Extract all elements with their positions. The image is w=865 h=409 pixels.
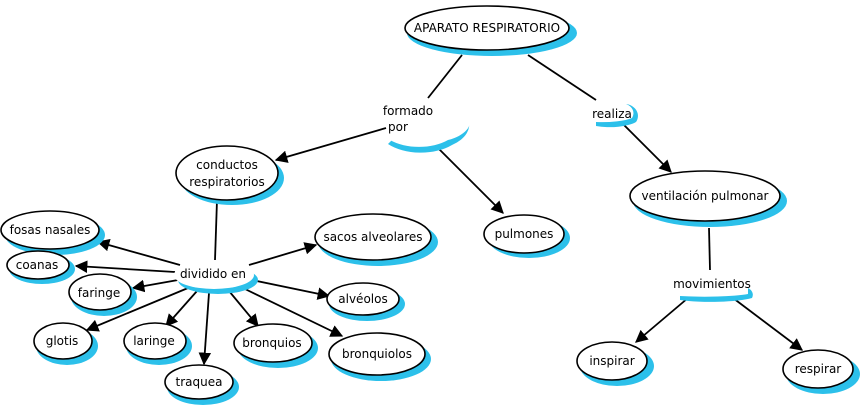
- node-pulmones: pulmones: [483, 214, 570, 258]
- node-sacos-alveolares: sacos alveolares: [314, 213, 438, 266]
- link-label-movimientos: movimientos: [673, 277, 753, 302]
- link-ventilacion-movimientos: [708, 227, 711, 271]
- node-label: APARATO RESPIRATORIO: [414, 21, 560, 35]
- node-bronquiolos: bronquiolos: [328, 332, 431, 381]
- node-conductos-respiratorios: conductos respiratorios: [175, 145, 284, 205]
- link-dividido-laringe: [165, 290, 198, 327]
- link-root-formado: [427, 54, 463, 99]
- link-label-line-1: formado: [383, 104, 433, 118]
- node-glotis: glotis: [33, 322, 98, 365]
- link-label-realiza: realiza: [592, 104, 638, 128]
- link-label-formado-por: formado por: [383, 99, 471, 153]
- link-dividido-coanas: [74, 260, 176, 273]
- node-label: laringe: [133, 334, 175, 348]
- link-label-dividido-en: dividido en: [174, 261, 258, 294]
- link-dividido-faringe: [131, 279, 179, 293]
- link-dividido-traquea: [198, 292, 212, 366]
- link-realiza-ventilacion: [622, 123, 672, 173]
- link-dividido-alveolos: [251, 279, 331, 300]
- node-traquea: traquea: [164, 364, 239, 405]
- node-label: respirar: [795, 362, 842, 376]
- link-root-realiza: [527, 54, 597, 101]
- node-label: sacos alveolares: [323, 230, 422, 244]
- link-dividido-bronquios: [228, 290, 259, 327]
- link-formado-pulmones: [432, 142, 504, 214]
- node-label-line-1: conductos: [196, 158, 258, 172]
- node-label: bronquios: [242, 336, 301, 350]
- node-label: glotis: [46, 334, 79, 348]
- link-label-text: movimientos: [673, 277, 751, 291]
- link-label-text: dividido en: [180, 267, 246, 281]
- node-label: traquea: [176, 375, 223, 389]
- node-label: alvéolos: [338, 292, 387, 306]
- node-label: fosas nasales: [10, 223, 91, 237]
- link-movimientos-inspirar: [635, 297, 689, 343]
- node-aparato-respiratorio: APARATO RESPIRATORIO: [404, 5, 577, 56]
- node-ventilacion-pulmonar: ventilación pulmonar: [629, 170, 787, 227]
- node-label: bronquiolos: [342, 347, 412, 361]
- link-dividido-fosas: [96, 238, 181, 266]
- node-fosas-nasales: fosas nasales: [0, 210, 105, 255]
- node-label: inspirar: [589, 354, 634, 368]
- node-label-line-2: respiratorios: [189, 175, 264, 189]
- node-label: ventilación pulmonar: [642, 189, 769, 203]
- node-respirar: respirar: [782, 349, 860, 394]
- link-movimientos-respirar: [732, 297, 804, 351]
- link-label-text: realiza: [592, 107, 632, 121]
- link-dividido-glotis: [85, 287, 189, 332]
- link-conductos-dividido: [214, 199, 218, 261]
- node-label: faringe: [78, 286, 120, 300]
- link-formado-conductos: [274, 127, 387, 163]
- node-laringe: laringe: [123, 322, 192, 365]
- node-alveolos: alvéolos: [326, 282, 405, 321]
- node-bronquios: bronquios: [233, 323, 318, 368]
- connectors: [74, 54, 804, 366]
- node-coanas: coanas: [6, 250, 75, 284]
- node-label: coanas: [16, 258, 59, 272]
- node-faringe: faringe: [68, 273, 137, 316]
- link-dividido-bronquiolos: [242, 287, 344, 337]
- link-label-line-2: por: [388, 120, 408, 134]
- link-dividido-sacos: [248, 242, 318, 266]
- node-label: pulmones: [495, 227, 554, 241]
- node-inspirar: inspirar: [576, 341, 654, 386]
